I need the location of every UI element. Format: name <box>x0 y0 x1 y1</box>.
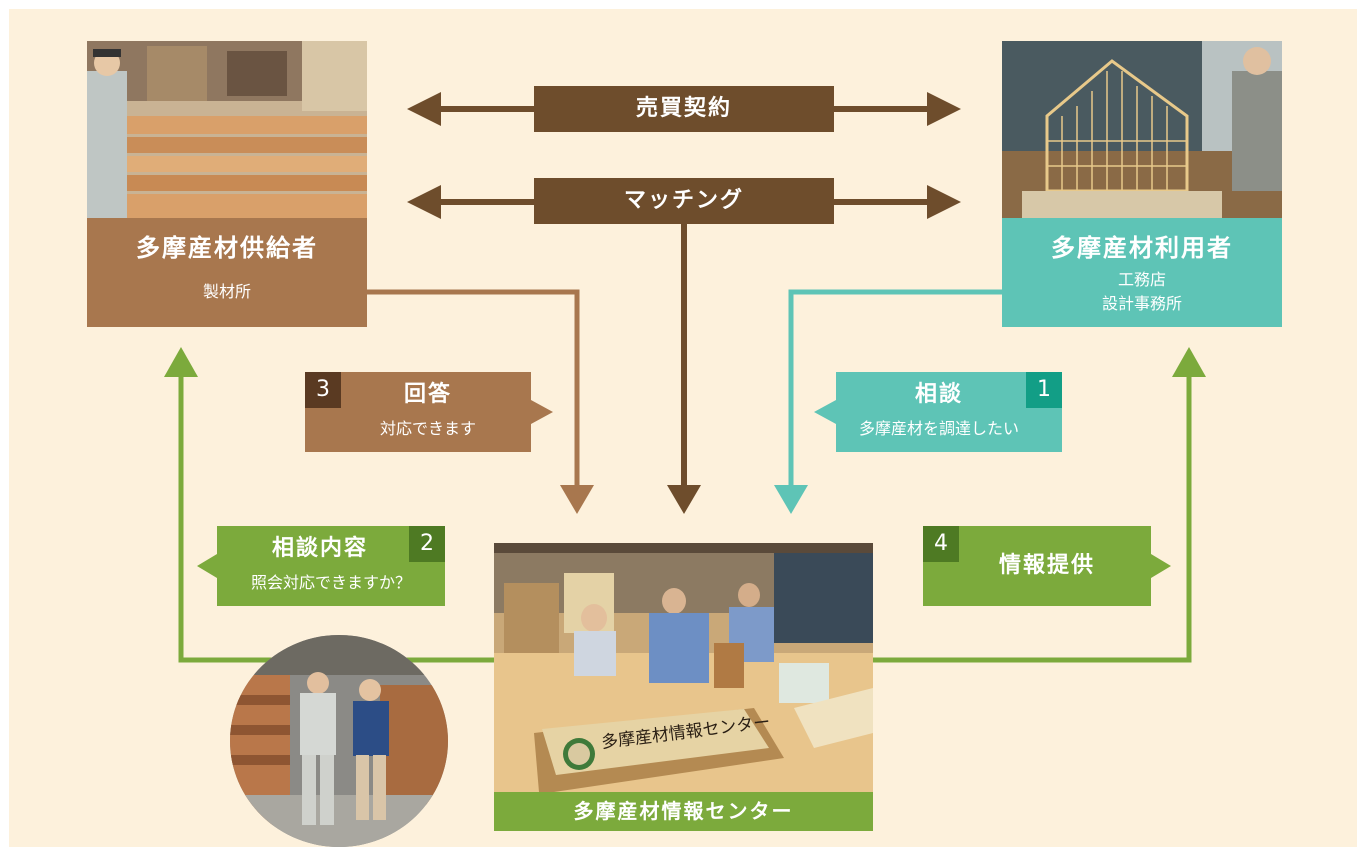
step4-callout: 4 情報提供 <box>923 526 1173 606</box>
step1-callout: 1 相談 多摩産材を調達したい <box>812 372 1062 452</box>
matching-label: マッチング <box>534 178 834 224</box>
yard-photo-circle <box>230 635 448 847</box>
step3-callout: 3 回答 対応できます <box>305 372 555 452</box>
connector-arrows <box>164 92 1206 663</box>
answer-path-arrow <box>367 289 594 514</box>
sawmill-photo <box>87 41 367 218</box>
diagram-canvas: 売買契約 マッチング 多摩産材供給者 製材所 <box>9 9 1357 847</box>
step3-title: 回答 <box>403 382 452 407</box>
info-center-photo: 多摩産材情報センター <box>494 543 873 792</box>
contract-label: 売買契約 <box>534 86 834 132</box>
matching-down-arrow <box>667 224 701 514</box>
info-path-arrow <box>873 347 1206 663</box>
step4-number: 4 <box>923 526 959 562</box>
user-card: 多摩産材利用者 工務店 設計事務所 <box>1002 41 1282 327</box>
house-model-photo <box>1002 41 1282 218</box>
user-subtitle-line1: 工務店 <box>1117 270 1166 289</box>
supplier-label-box: 多摩産材供給者 製材所 <box>87 218 367 327</box>
step1-number: 1 <box>1026 372 1062 408</box>
user-label-box: 多摩産材利用者 工務店 設計事務所 <box>1002 218 1282 327</box>
consult-path-arrow <box>774 289 1002 514</box>
supplier-subtitle: 製材所 <box>202 282 251 301</box>
step2-detail: 照会対応できますか？ <box>250 573 411 592</box>
step3-detail: 対応できます <box>379 419 476 438</box>
supplier-card: 多摩産材供給者 製材所 <box>87 41 367 327</box>
step2-title: 相談内容 <box>271 536 368 561</box>
step2-callout: 2 相談内容 照会対応できますか？ <box>195 526 445 606</box>
supplier-title: 多摩産材供給者 <box>136 234 318 262</box>
step1-detail: 多摩産材を調達したい <box>858 419 1019 438</box>
step2-number: 2 <box>409 526 445 562</box>
center-card: 多摩産材情報センター 多摩産材情報センター <box>494 543 873 831</box>
step1-title: 相談 <box>914 382 963 407</box>
step4-title: 情報提供 <box>998 553 1095 578</box>
user-subtitle-line2: 設計事務所 <box>1101 294 1182 313</box>
center-title: 多摩産材情報センター <box>494 792 873 831</box>
step3-number: 3 <box>305 372 341 408</box>
user-title: 多摩産材利用者 <box>1051 234 1233 262</box>
